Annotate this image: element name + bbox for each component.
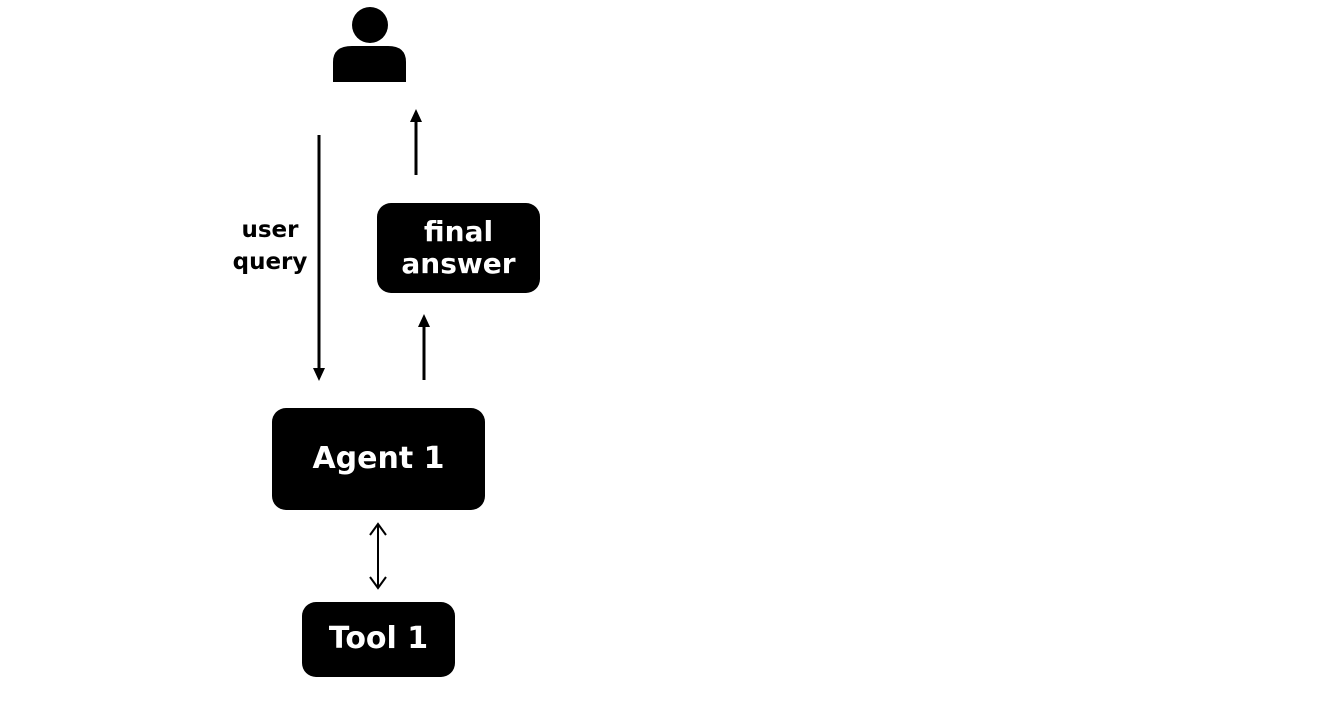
tool-node: Tool 1 — [302, 602, 455, 677]
user-query-label-line1: user — [241, 217, 299, 243]
user-query-label-line2: query — [232, 249, 308, 275]
final-answer-line2: answer — [401, 247, 516, 280]
answer-to-user-arrowhead — [410, 109, 422, 122]
final-answer-line1: final — [423, 214, 494, 248]
user-query-arrowhead — [313, 368, 325, 381]
final-answer-node: final answer — [377, 203, 540, 293]
agent-to-answer-arrowhead — [418, 314, 430, 327]
agent-label: Agent 1 — [312, 440, 445, 476]
user-icon — [333, 7, 406, 82]
agent-tool-bidirectional-arrow — [369, 522, 387, 590]
tool-label: Tool 1 — [328, 621, 429, 657]
user-query-label: user query — [222, 214, 318, 278]
agent-node: Agent 1 — [272, 408, 485, 510]
